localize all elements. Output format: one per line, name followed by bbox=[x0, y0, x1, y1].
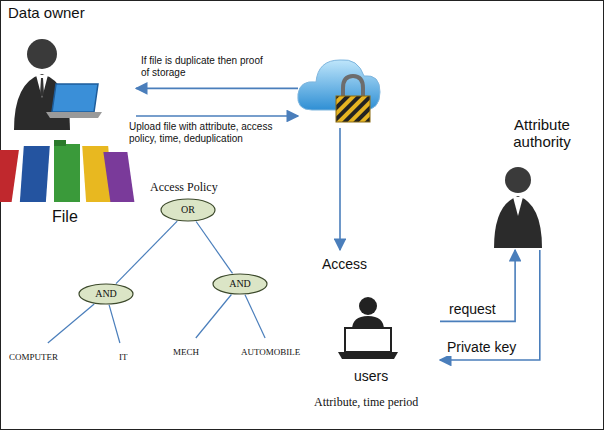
cloud-lock bbox=[298, 60, 380, 122]
edge-label: Private key bbox=[446, 339, 517, 356]
attribute-name: IT bbox=[119, 352, 128, 362]
and-gate: AND bbox=[78, 283, 134, 305]
attribute-leaf: AUTOMOBILE bbox=[238, 338, 303, 362]
node-text: Data owner bbox=[8, 4, 85, 21]
tree-branch bbox=[109, 305, 120, 343]
authority-node: Attribute authority bbox=[486, 112, 598, 250]
or-gate: OR bbox=[160, 198, 216, 222]
edge-label: request bbox=[448, 301, 497, 318]
tree-branch bbox=[196, 222, 232, 274]
user-figure bbox=[338, 297, 398, 359]
tree-branch bbox=[116, 221, 177, 284]
gate-label: AND bbox=[229, 278, 251, 290]
and-gate: AND bbox=[212, 273, 268, 295]
cloud-node bbox=[298, 40, 382, 128]
attribute-name: AUTOMOBILE bbox=[241, 347, 300, 357]
node-text: Attribute authority bbox=[486, 116, 598, 151]
node-text: users bbox=[354, 368, 388, 384]
flow-arrow bbox=[339, 128, 341, 250]
flow-arrow bbox=[440, 250, 540, 360]
attribute-leaf: MECH bbox=[170, 338, 202, 362]
attribute-leaf: COMPUTER bbox=[6, 343, 61, 367]
node-text: Access bbox=[322, 256, 367, 272]
tree-branch bbox=[245, 295, 265, 338]
flow-arrow bbox=[136, 88, 298, 90]
flow-arrow bbox=[136, 115, 298, 117]
attribute-name: MECH bbox=[173, 347, 199, 357]
edge-label: If file is duplicate then proof of stora… bbox=[140, 55, 270, 79]
file-label: File bbox=[52, 208, 78, 226]
attribute-name: COMPUTER bbox=[9, 352, 58, 362]
user-node: Access usersAttribute, time period bbox=[312, 250, 440, 420]
attribute-leaf: IT bbox=[116, 343, 131, 367]
flow-arrow bbox=[440, 250, 515, 321]
authority-figure bbox=[494, 167, 542, 248]
tree-branch bbox=[48, 304, 94, 343]
gate-label: AND bbox=[95, 288, 117, 300]
node-text: Attribute, time period bbox=[314, 396, 418, 410]
edge-label: Upload file with attribute, access polic… bbox=[128, 121, 278, 145]
policy-title: Access Policy bbox=[150, 181, 218, 195]
file-folders bbox=[0, 140, 134, 202]
tree-branch bbox=[196, 295, 232, 339]
actor-node: Data owner bbox=[4, 2, 136, 132]
gate-label: OR bbox=[181, 204, 195, 216]
data-owner-figure bbox=[14, 39, 102, 130]
